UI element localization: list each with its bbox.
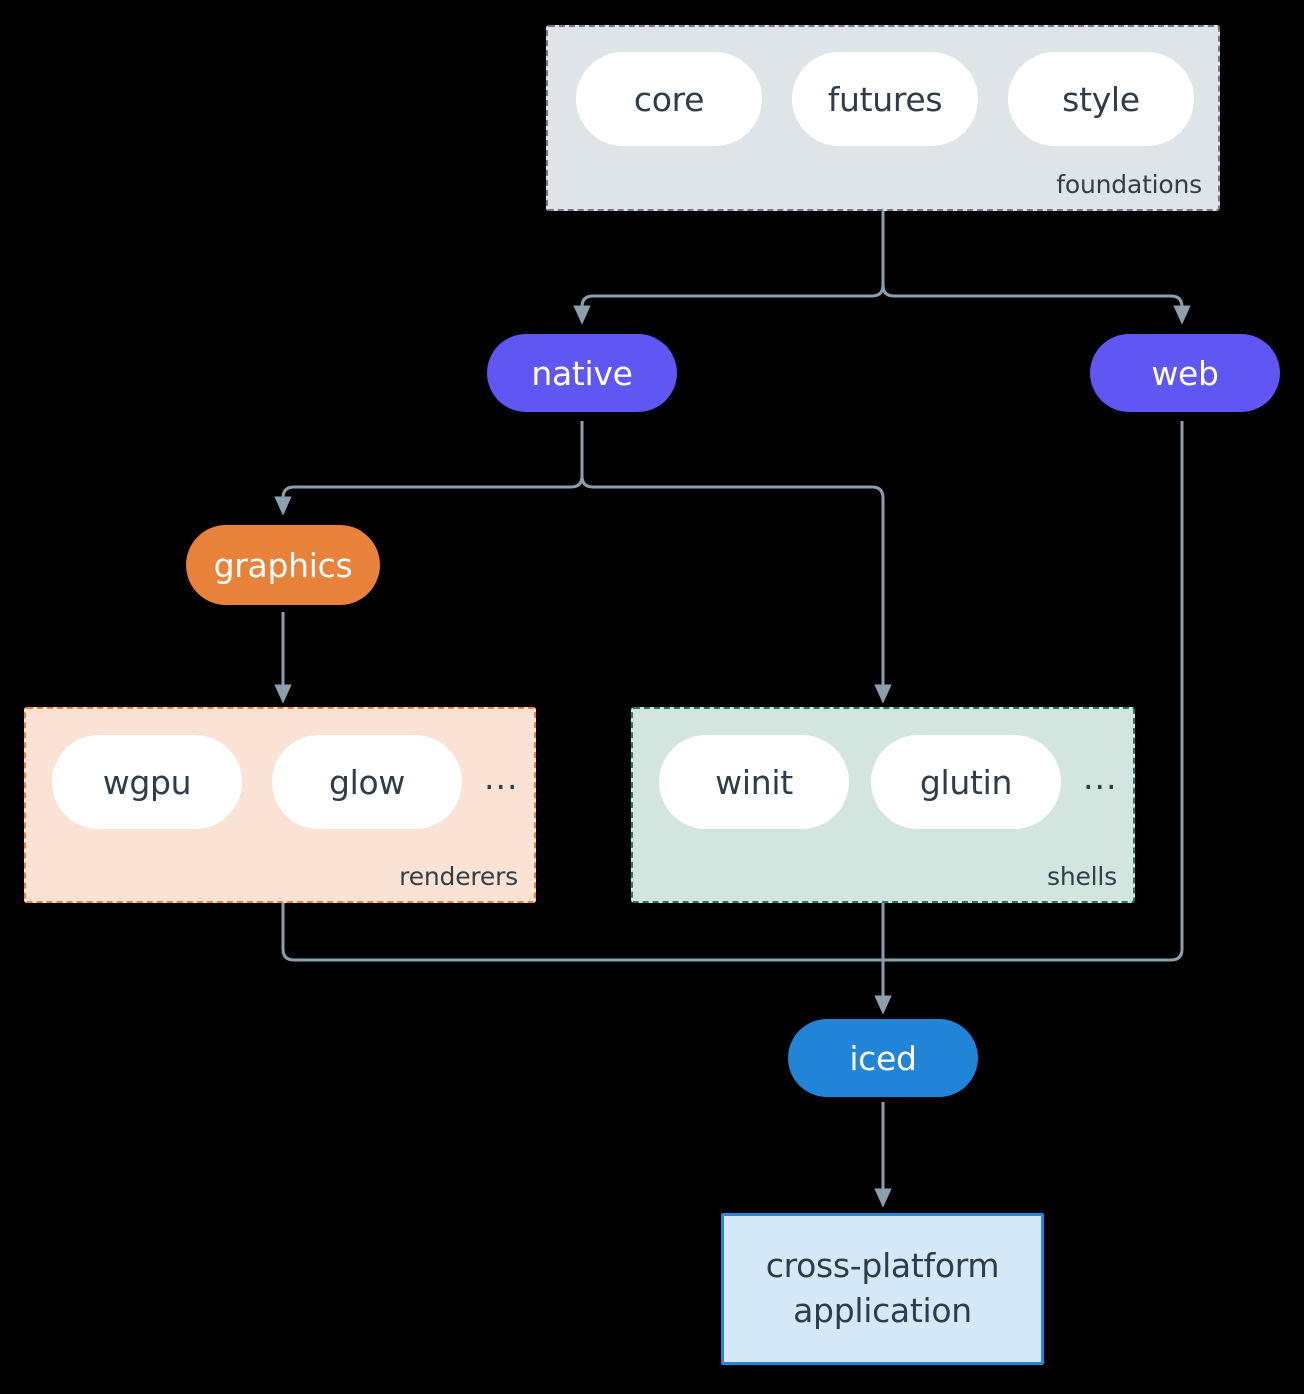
pill-glutin-label: glutin bbox=[919, 762, 1013, 802]
pill-winit-label: winit bbox=[715, 762, 793, 802]
foundations-members: core futures style bbox=[576, 52, 1194, 146]
shells-ellipsis: ... bbox=[1083, 757, 1118, 797]
edge-foundations-to-web bbox=[881, 211, 1191, 325]
pill-core-label: core bbox=[633, 79, 705, 119]
node-native[interactable]: native bbox=[487, 334, 677, 412]
shells-members: winit glutin ... bbox=[659, 735, 1117, 829]
node-native-label: native bbox=[531, 353, 633, 393]
pill-wgpu[interactable]: wgpu bbox=[52, 735, 242, 829]
node-iced[interactable]: iced bbox=[788, 1019, 978, 1097]
node-graphics-label: graphics bbox=[213, 545, 353, 585]
node-web[interactable]: web bbox=[1090, 334, 1280, 412]
edge-renderers-to-iced bbox=[281, 903, 883, 962]
node-web-label: web bbox=[1151, 353, 1219, 393]
group-foundations-label: foundations bbox=[1056, 170, 1202, 199]
edge-foundations-to-native bbox=[573, 211, 885, 325]
pill-style[interactable]: style bbox=[1008, 52, 1194, 146]
pill-glow[interactable]: glow bbox=[272, 735, 462, 829]
pill-glutin[interactable]: glutin bbox=[871, 735, 1061, 829]
pill-style-label: style bbox=[1062, 79, 1140, 119]
renderers-members: wgpu glow ... bbox=[52, 735, 518, 829]
edge-native-to-graphics bbox=[274, 421, 584, 516]
group-renderers: wgpu glow ... renderers bbox=[24, 707, 536, 903]
group-shells-label: shells bbox=[1047, 862, 1117, 891]
pill-core[interactable]: core bbox=[576, 52, 762, 146]
group-shells: winit glutin ... shells bbox=[631, 707, 1135, 903]
pill-glow-label: glow bbox=[328, 762, 406, 802]
pill-wgpu-label: wgpu bbox=[102, 762, 192, 802]
renderers-ellipsis: ... bbox=[484, 757, 519, 797]
node-graphics[interactable]: graphics bbox=[186, 525, 380, 605]
group-renderers-label: renderers bbox=[399, 862, 518, 891]
edge-native-to-shells bbox=[580, 421, 892, 704]
pill-futures[interactable]: futures bbox=[792, 52, 978, 146]
pill-futures-label: futures bbox=[827, 79, 943, 119]
node-cross-platform-application[interactable]: cross-platform application bbox=[721, 1213, 1044, 1365]
node-iced-label: iced bbox=[849, 1038, 917, 1078]
application-line-1: cross-platform bbox=[765, 1246, 1000, 1286]
group-foundations: core futures style foundations bbox=[546, 25, 1220, 211]
pill-winit[interactable]: winit bbox=[659, 735, 849, 829]
application-line-2: application bbox=[793, 1291, 972, 1330]
